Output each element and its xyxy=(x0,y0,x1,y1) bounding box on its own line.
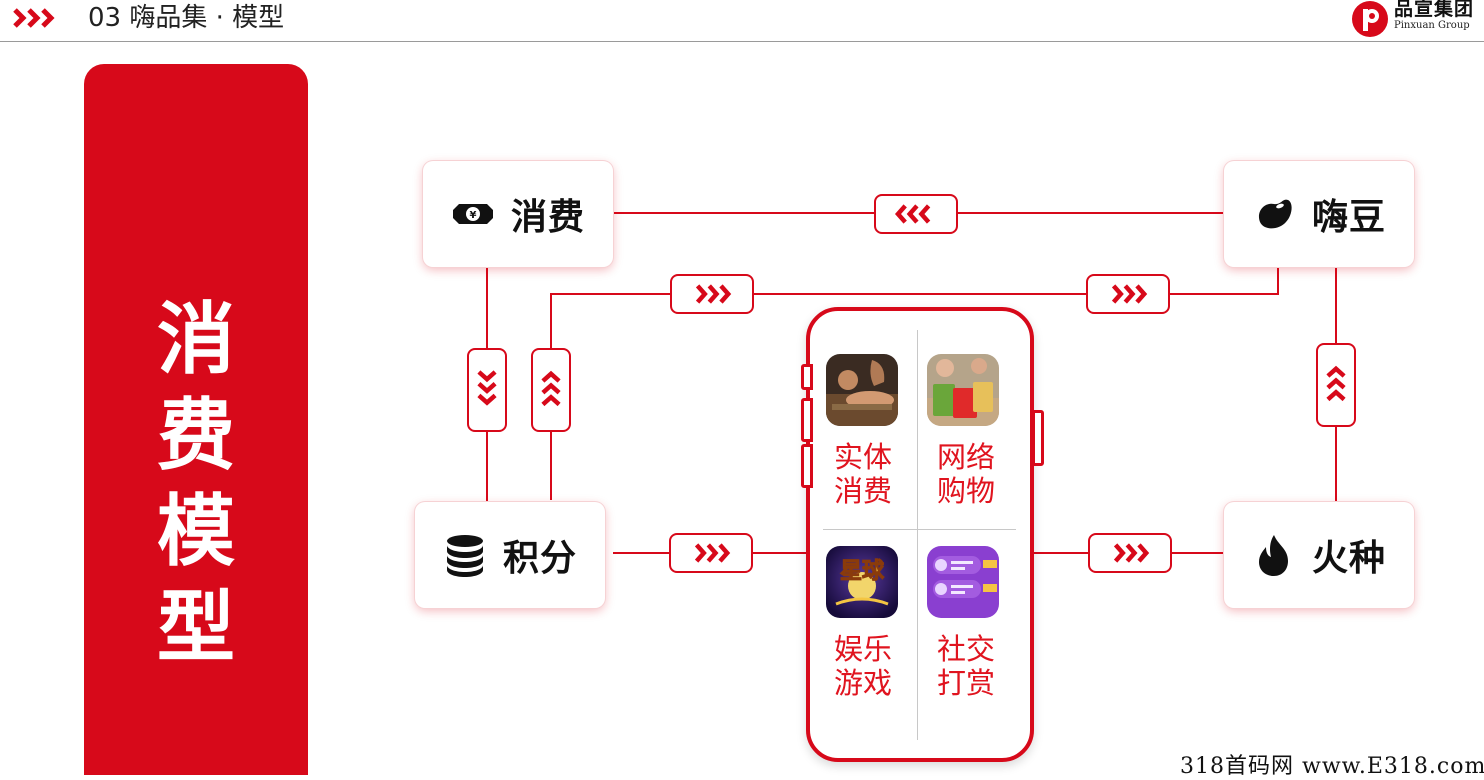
massage-photo xyxy=(826,354,898,426)
app-label-social-tips: 社交 打赏 xyxy=(936,632,995,700)
logo-name-cn: 品宣集团 xyxy=(1394,0,1475,20)
bean-icon xyxy=(1258,199,1292,229)
node-spark-label: 火种 xyxy=(1311,538,1386,579)
watermark-text: 318首码网 www.E318.com xyxy=(1180,754,1484,779)
phone-side-button xyxy=(801,364,813,390)
database-icon xyxy=(446,535,483,577)
node-consume-label: 消费 xyxy=(510,197,585,238)
arrow-up-spark-to-haidou xyxy=(1316,343,1356,427)
chevrons-right-icon xyxy=(1113,543,1150,563)
chevrons-down-icon xyxy=(477,370,497,406)
app-label-games: 娱乐 游戏 xyxy=(833,632,892,700)
side-panel: 消 费 模 型 xyxy=(84,64,308,775)
header-divider xyxy=(0,41,1484,42)
app-label-physical: 实体 消费 xyxy=(833,440,892,508)
app-label-online-shopping: 网络 购物 xyxy=(936,440,995,508)
phone-side-button xyxy=(801,398,813,442)
chevrons-right-icon xyxy=(694,543,731,563)
node-points: 积分 xyxy=(415,502,605,608)
logo-name-en: Pinxuan Group xyxy=(1394,20,1470,31)
chevrons-right-icon xyxy=(1111,284,1148,304)
node-haidou: 嗨豆 xyxy=(1224,161,1414,267)
phone-divider xyxy=(917,330,918,740)
arrow-right-phone-to-spark xyxy=(1088,533,1172,573)
chevrons-right-icon xyxy=(695,284,732,304)
phone-side-button xyxy=(801,444,813,488)
game-logo-text: 星球 xyxy=(840,559,885,584)
arrow-left-consume xyxy=(874,194,958,234)
arrow-right-points-to-haidou-2 xyxy=(1086,274,1170,314)
arrow-right-points-to-phone xyxy=(669,533,753,573)
money-icon: ¥ xyxy=(452,204,493,224)
node-points-label: 积分 xyxy=(502,538,577,579)
arrow-down-consume-to-points xyxy=(467,348,507,432)
logo-mark-icon xyxy=(1352,1,1388,37)
node-consume: ¥ 消费 xyxy=(423,161,613,267)
arrow-up-points-line xyxy=(531,348,571,432)
phone-divider xyxy=(823,529,1016,530)
node-spark: 火种 xyxy=(1224,502,1414,608)
social-app-icon xyxy=(927,546,999,618)
flame-icon xyxy=(1258,535,1288,576)
arrow-right-points-to-haidou-1 xyxy=(670,274,754,314)
node-haidou-label: 嗨豆 xyxy=(1311,197,1386,238)
header-chevrons-icon xyxy=(13,8,55,28)
game-icon: 星球 xyxy=(826,546,898,618)
phone-side-button xyxy=(1032,410,1044,466)
chevrons-up-icon xyxy=(541,370,561,407)
page-title: 03 嗨品集 · 模型 xyxy=(88,3,285,33)
svg-text:¥: ¥ xyxy=(470,210,477,221)
chevrons-up-icon xyxy=(1326,365,1346,402)
shopping-photo xyxy=(927,354,999,426)
side-title: 消 费 模 型 xyxy=(156,295,235,673)
brand-logo: 品宣集团 Pinxuan Group xyxy=(1350,0,1484,38)
chevrons-left-icon xyxy=(894,204,931,224)
